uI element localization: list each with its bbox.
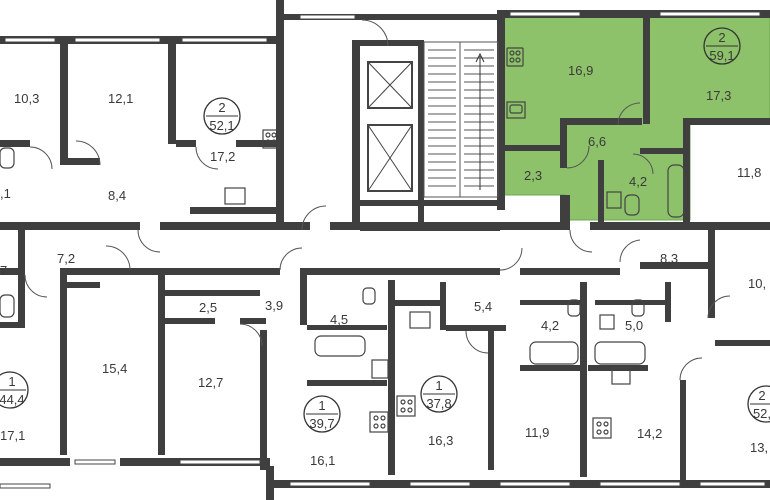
apartment-badge[interactable]: 2 52,1 <box>203 97 241 135</box>
apartment-area: 37,8 <box>426 396 451 411</box>
fixtures <box>0 47 685 439</box>
room-label: 7,2 <box>57 251 75 266</box>
room-label: 4,5 <box>330 312 348 327</box>
apartment-area: 59,1 <box>709 48 734 63</box>
windows <box>0 11 766 489</box>
elevator-core <box>367 61 413 192</box>
apartment-area: 52,1 <box>209 118 234 133</box>
apartment-badge[interactable]: 1 44,4 <box>0 371 29 409</box>
stairs <box>423 41 499 198</box>
room-label: 10,3 <box>14 91 39 106</box>
apartment-badge[interactable]: 2 59,1 <box>703 27 741 65</box>
apartment-area: 52, <box>753 406 770 421</box>
room-label: 17,3 <box>706 88 731 103</box>
room-label: 16,9 <box>568 63 593 78</box>
highlighted-apartment[interactable] <box>501 13 770 221</box>
room-label: 12,1 <box>108 91 133 106</box>
apartment-badge[interactable]: 1 39,7 <box>303 395 341 433</box>
room-label: 7 <box>0 263 7 278</box>
room-label: 12,7 <box>198 375 223 390</box>
room-label: 17,1 <box>0 428 25 443</box>
room-label: 16,1 <box>310 453 335 468</box>
apartment-rooms: 2 <box>218 100 225 115</box>
room-label: 16,3 <box>428 433 453 448</box>
room-label: 13, <box>750 440 768 455</box>
apartment-rooms: 1 <box>435 378 442 393</box>
apartment-rooms: 2 <box>718 30 725 45</box>
room-label: 6,6 <box>588 134 606 149</box>
room-label: 8,3 <box>660 251 678 266</box>
apartment-rooms: 2 <box>758 388 765 403</box>
apartment-badge[interactable]: 2 52, <box>747 385 770 423</box>
room-label: 8,4 <box>108 188 126 203</box>
apartment-rooms: 1 <box>318 398 325 413</box>
room-label: ,1 <box>0 186 11 201</box>
room-label: 15,4 <box>102 361 127 376</box>
room-label: 14,2 <box>637 426 662 441</box>
room-label: 4,2 <box>629 174 647 189</box>
room-label: 3,9 <box>265 298 283 313</box>
apartment-rooms: 1 <box>8 374 15 389</box>
room-label: 4,2 <box>541 318 559 333</box>
room-label: 2,3 <box>524 168 542 183</box>
apartment-badge[interactable]: 1 37,8 <box>420 375 458 413</box>
apartment-area: 44,4 <box>0 392 25 407</box>
room-label: 17,2 <box>210 149 235 164</box>
room-label: 2,5 <box>199 300 217 315</box>
room-label: 11,8 <box>737 165 761 180</box>
room-label: 5,0 <box>625 318 643 333</box>
room-labels: 10,3 12,1 17,2 8,4 ,1 7 7,2 2,5 3,9 4,5 … <box>0 63 768 468</box>
apartment-area: 39,7 <box>309 416 334 431</box>
doors <box>24 19 731 381</box>
room-label: 5,4 <box>474 299 492 314</box>
room-label: 10, <box>748 276 766 291</box>
room-label: 11,9 <box>525 425 549 440</box>
